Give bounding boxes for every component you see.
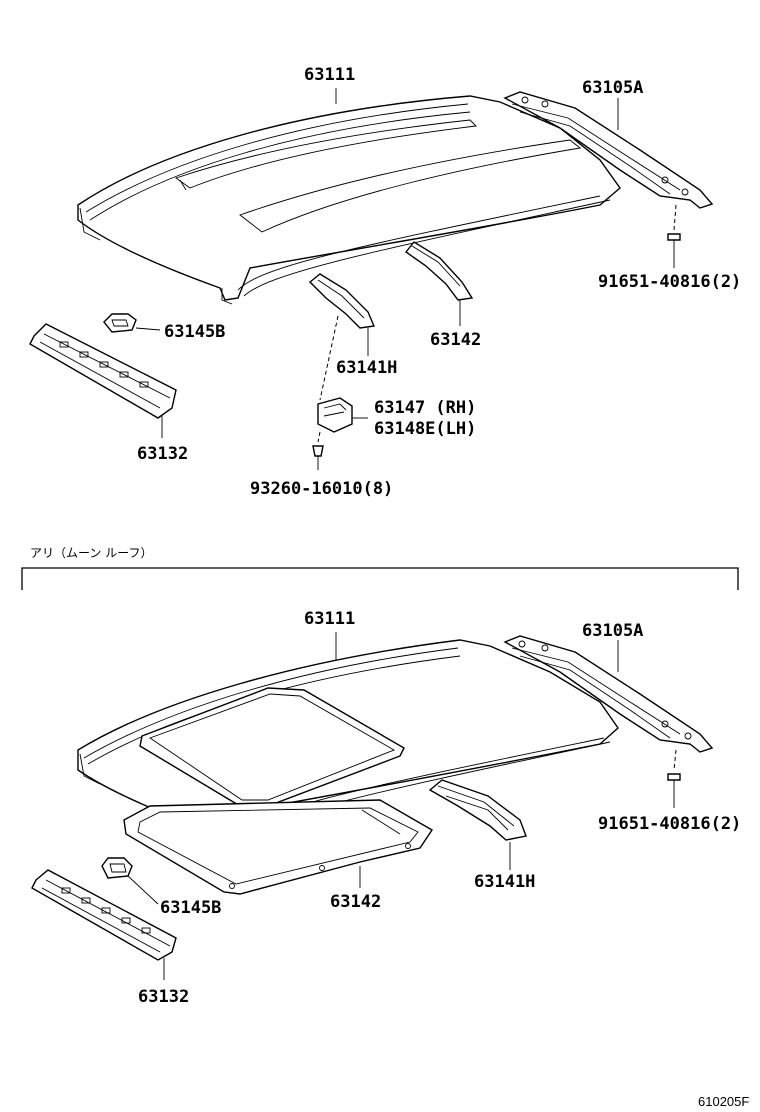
label-pad: 63145B <box>160 898 221 918</box>
top-assembly: 63111 63105A 91651-40816(2) 63142 63141H… <box>29 65 741 499</box>
roof-bow-rear-bottom <box>428 779 527 870</box>
pad-top <box>103 313 161 333</box>
label-roof-bow-rear: 63142 <box>430 330 481 350</box>
label-header-panel: 63132 <box>137 444 188 464</box>
roof-panel-top <box>77 95 621 305</box>
bracket-top <box>317 397 368 433</box>
label-clip: 93260-16010(8) <box>250 479 393 499</box>
roof-panel-bottom <box>77 639 619 847</box>
bottom-assembly: 63111 63105A 91651-40816(2) 63141H 63142… <box>31 609 741 1007</box>
sunroof-frame-bottom <box>123 799 433 895</box>
label-pad: 63145B <box>164 322 225 342</box>
pad-bottom <box>101 857 159 905</box>
clip-top <box>312 431 324 470</box>
label-header-panel: 63132 <box>138 987 189 1007</box>
roof-bow-front-top <box>308 273 376 356</box>
header-panel-top <box>29 323 177 438</box>
label-sunroof-frame: 63142 <box>330 892 381 912</box>
label-roof-side-rail: 63105A <box>582 78 643 98</box>
roof-side-rail-bottom <box>503 635 714 753</box>
label-roof-side-rail: 63105A <box>582 621 643 641</box>
label-roof-bow-front: 63141H <box>336 358 397 378</box>
bolt-bottom <box>667 749 681 808</box>
label-roof-bow-rear: 63141H <box>474 872 535 892</box>
bolt-top <box>667 204 681 268</box>
drawing-code: 610205F <box>698 1094 749 1109</box>
label-roof-panel: 63111 <box>304 609 355 629</box>
section-bracket: アリ（ムーン ルーフ） <box>21 546 739 590</box>
section-note: アリ（ムーン ルーフ） <box>30 546 153 560</box>
label-roof-panel: 63111 <box>304 65 355 85</box>
label-bolt: 91651-40816(2) <box>598 814 741 834</box>
header-panel-bottom <box>31 869 177 980</box>
label-bracket-lh: 63148E(LH) <box>374 419 476 439</box>
label-bolt: 91651-40816(2) <box>598 272 741 292</box>
label-bracket-rh: 63147 (RH) <box>374 398 476 418</box>
roof-side-rail-top <box>503 91 714 209</box>
roof-bow-rear-top <box>404 241 474 326</box>
